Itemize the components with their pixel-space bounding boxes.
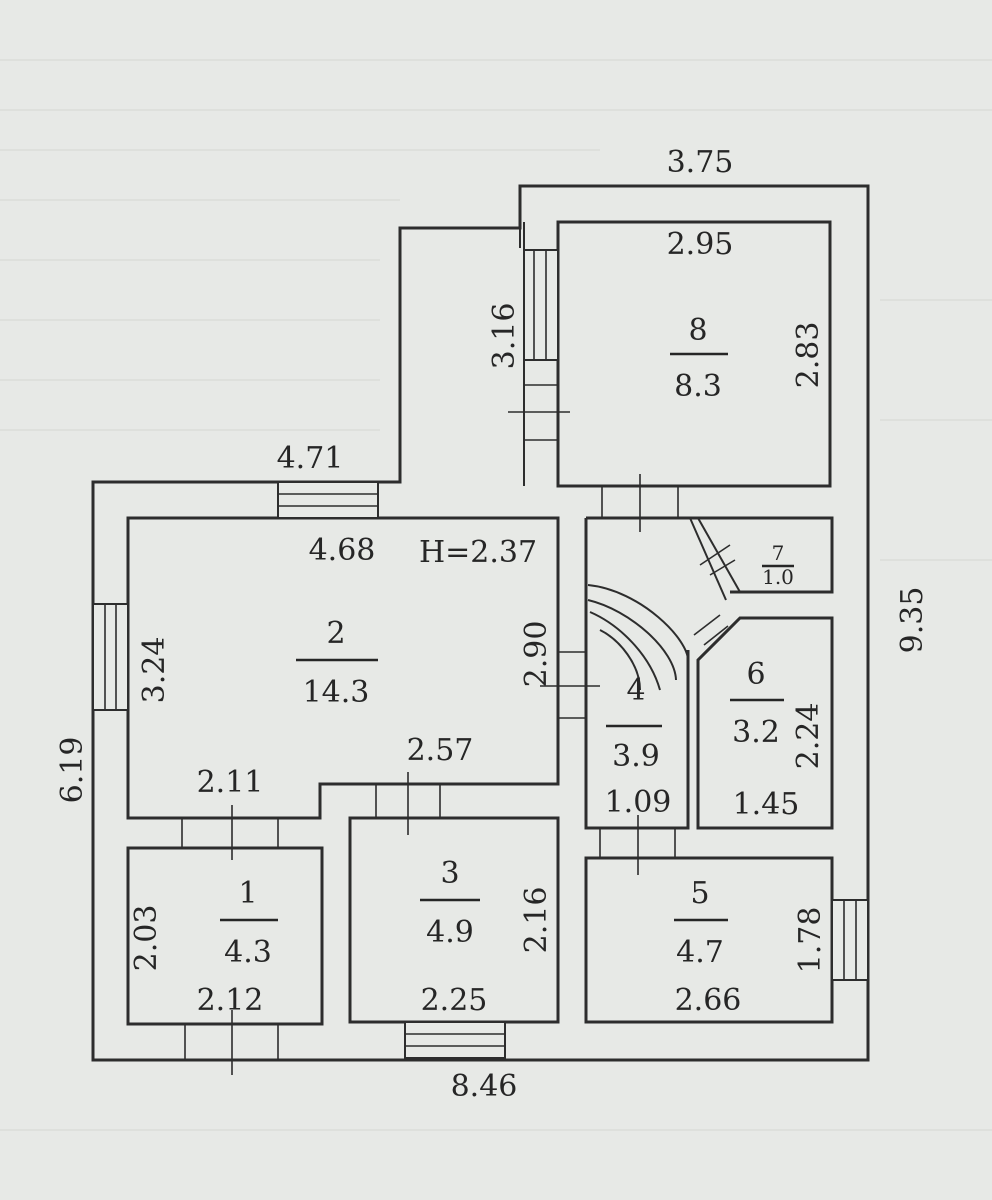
- inner-wall-offset: [399, 228, 521, 482]
- room-8-number: 8: [688, 313, 707, 348]
- room-6-number: 6: [746, 657, 765, 692]
- dim-r5-bottom: 2.66: [675, 983, 742, 1018]
- door-r1-r2: [181, 805, 279, 860]
- dim-r1-bottom: 2.12: [197, 983, 264, 1018]
- dim-r8-right: 2.83: [791, 322, 826, 389]
- window-r8-left: [508, 249, 570, 441]
- dim-outer-right: 9.35: [895, 587, 930, 654]
- room-1-area: 4.3: [224, 935, 272, 970]
- dim-r2-bottom-left: 2.11: [197, 765, 264, 800]
- window-left-r2: [92, 603, 129, 711]
- door-r3-r2: [375, 772, 441, 835]
- dim-r3-bottom: 2.25: [421, 983, 488, 1018]
- window-right-r5: [831, 899, 869, 981]
- dim-outer-left: 6.19: [55, 737, 90, 804]
- window-top-r2: [277, 481, 379, 519]
- room-5-number: 5: [690, 876, 709, 911]
- swing-arc-3: [589, 611, 661, 691]
- room-3-area: 4.9: [426, 915, 474, 950]
- door-r2-r4: [540, 651, 600, 719]
- dim-r6-bottom: 1.45: [733, 787, 800, 822]
- dim-r8-left: 3.16: [487, 303, 522, 370]
- dim-r2-top: 4.68: [309, 533, 376, 568]
- dim-r2-left: 3.24: [137, 637, 172, 704]
- door-r8-r4: [601, 474, 679, 532]
- room-7-diag-wall: [697, 517, 741, 593]
- door-r1-bottom: [184, 1010, 279, 1075]
- room-4-outline: [584, 516, 690, 830]
- dim-r6-right: 2.24: [791, 703, 826, 770]
- room-7-area: 1.0: [762, 565, 794, 589]
- room-1-number: 1: [238, 876, 257, 911]
- room-6-outline: [696, 616, 834, 830]
- dim-r5-right: 1.78: [793, 907, 828, 974]
- room-6-area: 3.2: [732, 715, 780, 750]
- room-4-number: 4: [626, 673, 645, 708]
- outer-wall: [91, 184, 870, 1062]
- dim-r2-bottom-right: 2.57: [407, 733, 474, 768]
- room-3-number: 3: [440, 856, 459, 891]
- room-2-area: 14.3: [303, 675, 370, 710]
- swing-arc-2: [587, 599, 677, 681]
- door-r6: [693, 614, 729, 646]
- room-4-area: 3.9: [612, 739, 660, 774]
- ceiling-height: H=2.37: [419, 535, 537, 570]
- door-r5-r4: [599, 815, 676, 875]
- window-bottom-r3: [404, 1021, 506, 1059]
- dim-outer-top: 3.75: [667, 145, 734, 180]
- dim-r2-right: 2.90: [519, 621, 554, 688]
- room-5-area: 4.7: [676, 935, 724, 970]
- room-7-number: 7: [772, 541, 785, 565]
- dim-r8-top: 2.95: [667, 227, 734, 262]
- room-1-outline: [126, 846, 324, 1026]
- dim-r4-bottom: 1.09: [605, 785, 672, 820]
- background-texture: [0, 59, 992, 1131]
- room-2-outline: [126, 516, 560, 820]
- dim-outer-bottom: 8.46: [451, 1069, 518, 1104]
- room-2-number: 2: [326, 616, 345, 651]
- swing-arc-4: [599, 629, 641, 691]
- door-r7: [699, 544, 736, 576]
- room-8-area: 8.3: [674, 369, 722, 404]
- swing-arc-1: [587, 584, 690, 663]
- room-7-outline: [688, 516, 834, 594]
- dim-r1-left: 2.03: [129, 905, 164, 972]
- dim-r3-right: 2.16: [519, 887, 554, 954]
- dim-outer-upper-left: 4.71: [277, 441, 344, 476]
